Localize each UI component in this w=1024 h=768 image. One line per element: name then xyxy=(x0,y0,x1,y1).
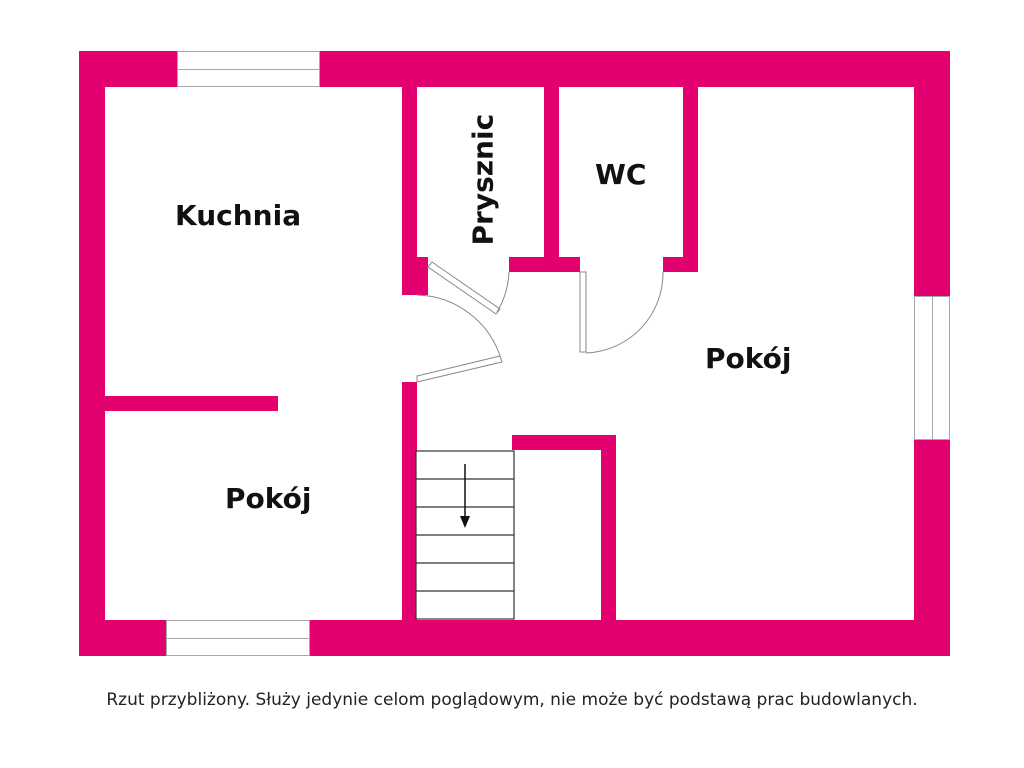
room-label-room-left: Pokój xyxy=(225,482,312,515)
wall-stair-top xyxy=(512,435,616,450)
window-right xyxy=(914,296,950,440)
wall-hall-left-stub xyxy=(402,257,428,295)
wall-wc-right xyxy=(683,87,698,272)
wall-stair-right xyxy=(601,435,616,620)
outer-wall-right-top xyxy=(914,51,950,296)
outer-wall-bottom-left xyxy=(79,620,166,656)
door-shower xyxy=(427,261,510,315)
wall-wc-bottom-stub xyxy=(663,257,698,272)
wall-shower-bottom xyxy=(509,257,580,272)
room-label-wc: WC xyxy=(595,158,647,191)
outer-wall-left xyxy=(79,51,105,656)
window-top xyxy=(177,51,320,87)
outer-wall-top-right xyxy=(320,51,950,87)
wall-kitchen-room-divider xyxy=(105,396,278,411)
door-wc xyxy=(579,271,664,354)
wall-hall-left-bottom xyxy=(402,382,417,620)
window-bottom xyxy=(166,620,310,656)
room-label-room-right: Pokój xyxy=(705,342,792,375)
room-label-shower: Prysznic xyxy=(466,113,500,246)
disclaimer-caption: Rzut przybliżony. Służy jedynie celom po… xyxy=(106,690,918,710)
room-label-kitchen: Kuchnia xyxy=(175,199,302,232)
door-hallway xyxy=(416,294,503,383)
wall-shower-wc xyxy=(544,87,559,272)
wall-hall-left-top xyxy=(402,87,417,295)
outer-wall-bottom-right xyxy=(310,620,950,656)
stairs-down-arrow-icon xyxy=(460,464,470,528)
